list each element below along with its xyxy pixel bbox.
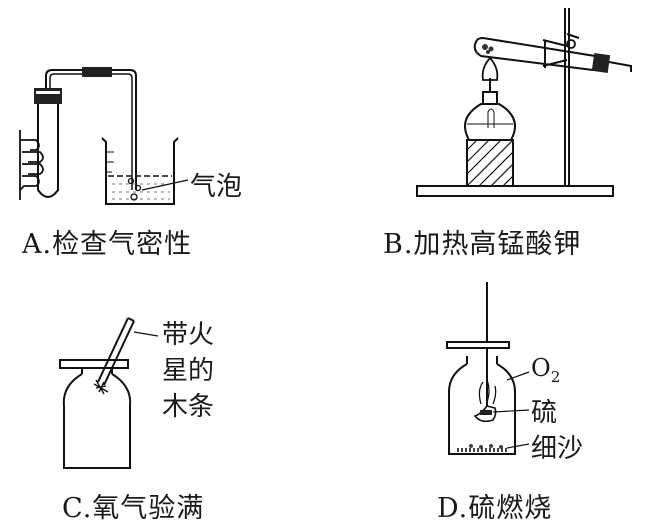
bubble — [130, 193, 138, 201]
caption-b: B.加热高锰酸钾 — [383, 229, 582, 260]
bubble-pointer — [141, 179, 189, 191]
rubber-stopper — [34, 88, 62, 104]
caption-d: D.硫燃烧 — [437, 493, 553, 524]
sulfur-flame — [478, 379, 497, 405]
bubble — [127, 177, 135, 185]
lamp-neck — [482, 91, 498, 105]
stopper — [591, 52, 611, 74]
test-tube — [37, 100, 59, 198]
sulfur-pointer — [492, 409, 530, 413]
stand-rod — [564, 8, 570, 186]
glowing-tip — [93, 379, 109, 395]
wooden-splint — [97, 317, 135, 386]
glass-plate — [59, 359, 129, 369]
bubble-label: 气泡 — [190, 172, 243, 202]
panel-d-illustration — [446, 282, 530, 455]
splint-label-2: 星的 — [162, 356, 215, 386]
hand — [19, 139, 44, 191]
panel-a-illustration — [19, 67, 189, 205]
panel-a-airtightness-check: 气泡 A.检查气密性 — [0, 0, 331, 264]
gas-bottle — [62, 373, 132, 469]
sand-pointer — [506, 443, 530, 449]
caption-a: A.检查气密性 — [22, 229, 193, 260]
glass-plate — [446, 341, 510, 349]
panel-c-illustration — [59, 317, 159, 469]
outlet-tube — [608, 61, 632, 72]
stand-base — [416, 185, 614, 197]
o2-label: O2 — [531, 354, 561, 386]
rubber-connector — [82, 67, 112, 77]
beaker — [101, 137, 179, 205]
caption-c: C.氧气验满 — [62, 493, 205, 524]
clamp — [542, 39, 568, 68]
sand-label: 细沙 — [531, 434, 584, 464]
splint-label-1: 带火 — [162, 320, 215, 350]
o2-pointer — [506, 371, 530, 381]
sulfur — [480, 410, 492, 415]
heated-test-tube — [473, 36, 597, 72]
panel-b-illustration — [416, 8, 632, 197]
panel-b-heating-kmno4: B.加热高锰酸钾 — [331, 0, 663, 264]
sulfur-label: 硫 — [531, 398, 558, 428]
bubble — [134, 184, 142, 192]
alcohol-lamp — [464, 103, 516, 141]
gas-bottle — [448, 363, 516, 455]
splint-pointer — [133, 331, 159, 337]
delivery-tube-inner — [49, 73, 133, 190]
panel-c-oxygen-full-test: 带火 星的 木条 C.氧气验满 — [0, 264, 331, 529]
stopper-ring — [36, 91, 60, 94]
flame — [481, 56, 499, 81]
splint-label-3: 木条 — [162, 392, 215, 422]
panel-d-sulfur-burning: O2 硫 细沙 D.硫燃烧 — [331, 264, 663, 529]
